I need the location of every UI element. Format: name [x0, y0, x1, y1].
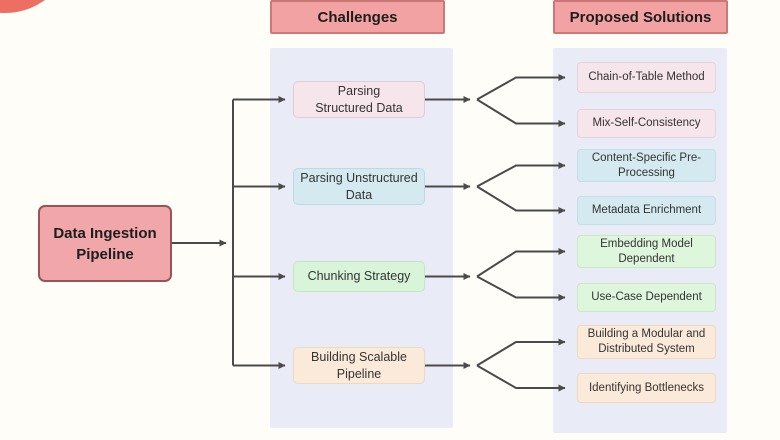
challenges-header: Challenges: [270, 0, 445, 34]
solution-node-embedding-model-dependent: Embedding Model Dependent: [577, 235, 716, 268]
connector-fork-1a: [476, 74, 566, 101]
connector-fork-4b: [476, 364, 566, 392]
solution-node-building-modular-distributed-system: Building a Modular and Distributed Syste…: [577, 325, 716, 359]
root-node-data-ingestion-pipeline: Data Ingestion Pipeline: [38, 205, 172, 282]
solution-node-content-specific-pre-processing: Content-Specific Pre- Processing: [577, 149, 716, 182]
challenge-node-chunking-strategy: Chunking Strategy: [293, 261, 425, 292]
solution-node-chain-of-table-method: Chain-of-Table Method: [577, 62, 716, 93]
connector-fork-2b: [476, 185, 566, 214]
solution-node-identifying-bottlenecks: Identifying Bottlenecks: [577, 373, 716, 403]
connector-fork-1b: [476, 98, 566, 127]
connector-fork-4a: [476, 338, 566, 367]
solution-node-mix-self-consistency: Mix-Self-Consistency: [577, 109, 716, 138]
challenge-node-parsing-structured-data: Parsing Structured Data: [293, 81, 425, 118]
connector-fork-2a: [476, 162, 566, 188]
solution-node-use-case-dependent: Use-Case Dependent: [577, 283, 716, 312]
connector-fork-3a: [476, 248, 566, 278]
decorative-circle-icon: [0, 0, 73, 13]
connector-fork-3b: [476, 275, 566, 301]
proposed-solutions-header: Proposed Solutions: [553, 0, 728, 34]
solution-node-metadata-enrichment: Metadata Enrichment: [577, 196, 716, 225]
challenge-node-parsing-unstructured-data: Parsing Unstructured Data: [293, 168, 425, 205]
challenge-node-building-scalable-pipeline: Building Scalable Pipeline: [293, 347, 425, 384]
